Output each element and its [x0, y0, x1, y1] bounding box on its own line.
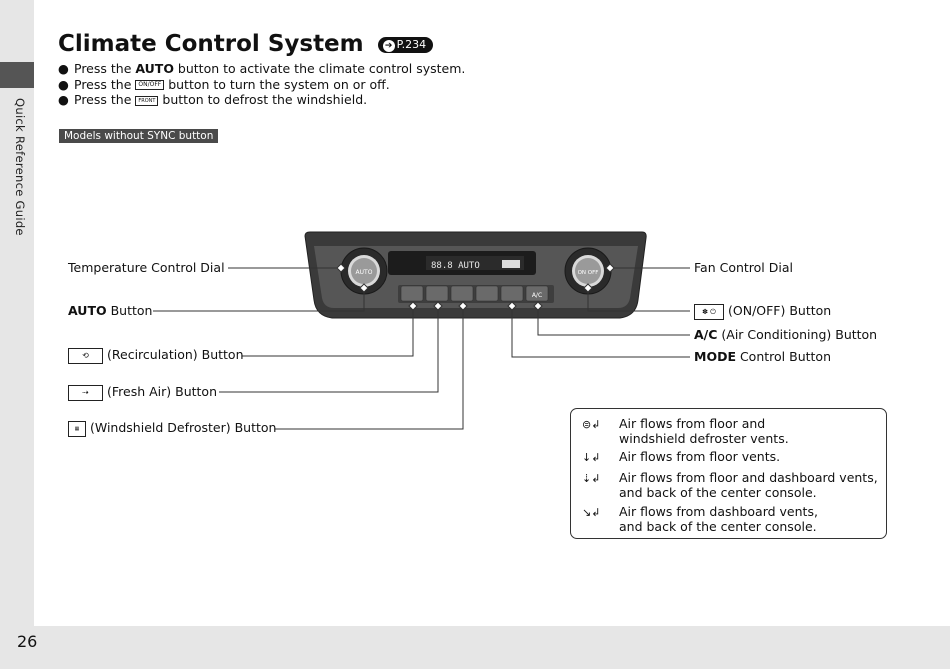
bullet-icon: ●: [58, 61, 69, 76]
ac-button-text: A/C: [532, 292, 542, 299]
page-ref-link[interactable]: ➔P.234: [377, 37, 434, 53]
floor-icon: ↓↲: [582, 451, 601, 464]
auto-button-label: AUTO Button: [68, 303, 152, 318]
fan-onoff-icon: ON/OFF: [135, 80, 165, 91]
floor-dash-icon: ⇣↲: [582, 472, 601, 485]
mode-bold: MODE: [694, 349, 736, 364]
dash-icon: ↘↲: [582, 506, 601, 519]
fresh-air-button: [425, 285, 449, 302]
bullet-icon: ●: [58, 92, 69, 108]
rear-defrost-button: [475, 285, 499, 302]
ac-rest: (Air Conditioning) Button: [717, 327, 878, 342]
legend-line: and back of the center console.: [619, 484, 817, 500]
mode-button: [500, 285, 524, 302]
defrost-floor-icon: ⊜↲: [582, 418, 601, 431]
onoff-text: (ON/OFF) Button: [728, 303, 832, 318]
sidebar: Quick Reference Guide: [0, 0, 34, 669]
defroster-button: [450, 285, 474, 302]
auto-knob-text: AUTO: [356, 269, 373, 276]
auto-rest: Button: [106, 303, 153, 318]
recirculation-text: (Recirculation) Button: [107, 347, 244, 362]
bullet-text: Press the: [74, 92, 136, 108]
bullet-text: Press the: [74, 76, 136, 92]
legend-line: Air flows from dashboard vents,: [619, 504, 818, 519]
model-badge: Models without SYNC button: [59, 129, 219, 143]
bullet-key: AUTO: [135, 61, 174, 76]
legend-line: Air flows from floor and: [619, 416, 766, 431]
display-text: 88.8 AUTO: [431, 261, 480, 271]
fresh-air-text: (Fresh Air) Button: [107, 384, 218, 399]
sidebar-tab-marker: [0, 62, 34, 88]
ac-bold: A/C: [694, 327, 718, 342]
fresh-air-icon: ⇢: [68, 384, 103, 401]
recirculation-button: [400, 285, 424, 302]
bullet-item: ● Press the FRONT button to defrost the w…: [58, 92, 465, 108]
sidebar-label: Quick Reference Guide: [13, 98, 27, 236]
legend-line: Air flows from floor and dashboard vents…: [619, 470, 878, 485]
mode-rest: Control Button: [735, 349, 831, 364]
legend-line: windshield defroster vents.: [619, 430, 789, 446]
ac-button-label: A/C (Air Conditioning) Button: [694, 327, 877, 342]
page-number: 26: [17, 632, 38, 651]
onoff-button-label: ✽ ⏻ (ON/OFF) Button: [694, 303, 831, 320]
bullet-text: button to defrost the windshield.: [158, 92, 368, 108]
auto-bold: AUTO: [68, 303, 107, 318]
legend-line: and back of the center console.: [619, 518, 817, 534]
page-ref-text: P.234: [396, 38, 427, 51]
bullet-text: button to activate the climate control s…: [173, 61, 466, 76]
bullet-item: ● Press the AUTO button to activate the c…: [58, 61, 465, 77]
footer: [0, 626, 950, 669]
defroster-text: (Windshield Defroster) Button: [90, 420, 277, 435]
bullet-list: ● Press the AUTO button to activate the c…: [58, 61, 465, 108]
legend-line: Air flows from floor vents.: [619, 449, 781, 464]
recirculation-icon: ⟲: [68, 347, 103, 364]
mode-button-label: MODE Control Button: [694, 349, 831, 364]
windshield-defrost-icon: ▦: [68, 420, 86, 437]
ac-button: [525, 285, 549, 302]
legend-item: Air flows from dashboard vents,and back …: [619, 504, 818, 534]
legend-item: Air flows from floor vents.: [619, 449, 781, 465]
arrow-icon: ➔: [382, 40, 395, 52]
title-text: Climate Control System: [58, 31, 364, 57]
fan-onoff-icon: ✽ ⏻: [694, 303, 724, 320]
bullet-icon: ●: [58, 76, 69, 92]
legend-item: Air flows from floor and dashboard vents…: [619, 470, 878, 500]
fan-dial-label: Fan Control Dial: [694, 260, 793, 275]
fan-knob-text: ON OFF: [578, 270, 599, 276]
bullet-text: button to turn the system on or off.: [164, 76, 390, 92]
bullet-text: Press the: [74, 61, 136, 76]
recirculation-label: ⟲ (Recirculation) Button: [68, 347, 244, 364]
temperature-dial-label: Temperature Control Dial: [68, 260, 225, 275]
front-defrost-icon: FRONT: [135, 95, 159, 106]
bullet-item: ● Press the ON/OFF button to turn the sys…: [58, 77, 465, 93]
fresh-air-label: ⇢ (Fresh Air) Button: [68, 384, 217, 401]
page-title: Climate Control System ➔P.234: [58, 31, 434, 57]
defroster-label: ▦ (Windshield Defroster) Button: [68, 420, 276, 437]
